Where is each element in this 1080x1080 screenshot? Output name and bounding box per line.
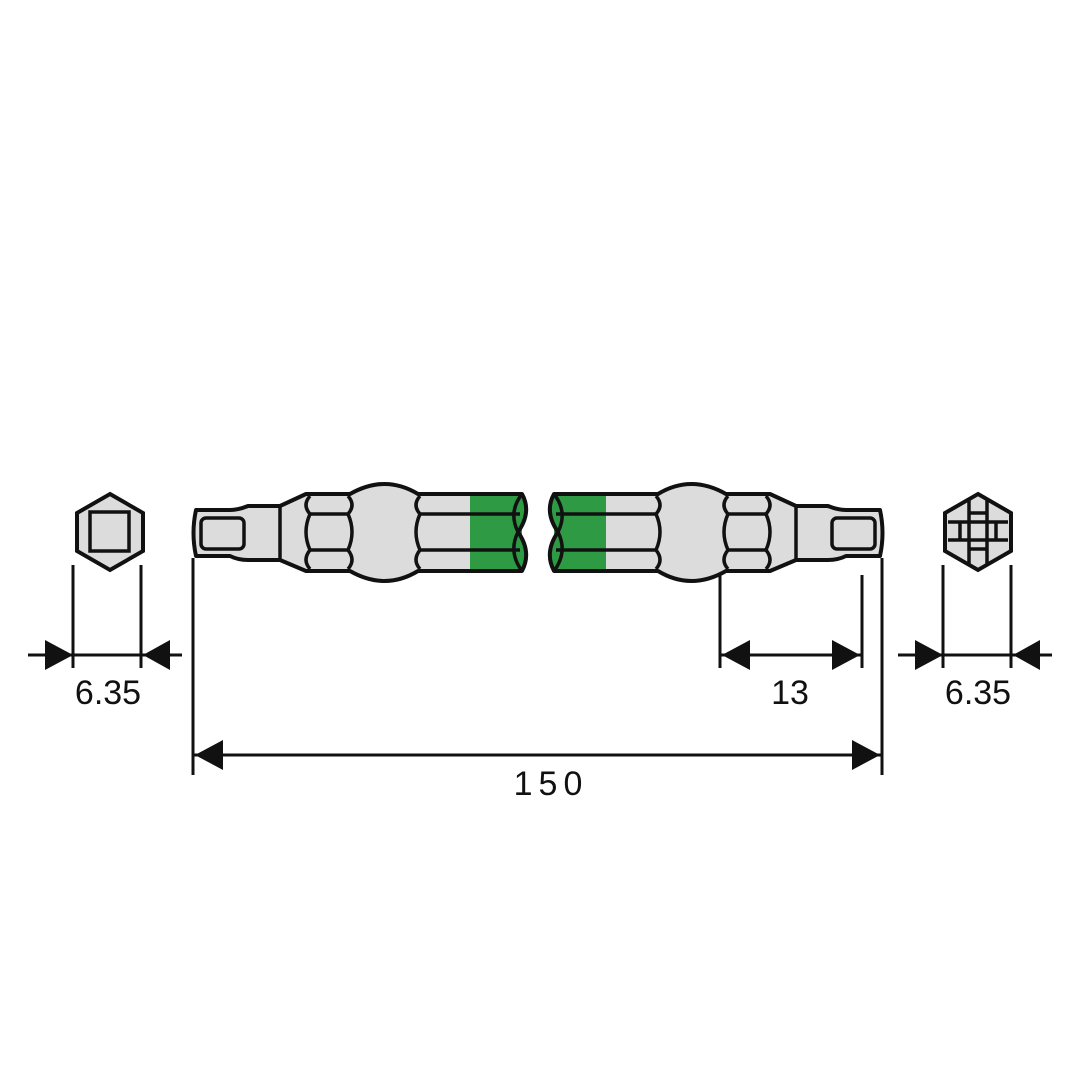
- overall-length-label: 150: [514, 765, 589, 803]
- right-bit: [547, 482, 885, 583]
- left-bit: [191, 482, 529, 583]
- right-hex-cross-section: [943, 491, 1013, 573]
- left-hex-cross-section: [75, 491, 145, 573]
- right-hex-width-label: 6.35: [945, 674, 1011, 712]
- dimension-arrows: [45, 640, 1040, 770]
- left-hex-width-label: 6.35: [75, 674, 141, 712]
- tip-length-label: 13: [771, 674, 809, 712]
